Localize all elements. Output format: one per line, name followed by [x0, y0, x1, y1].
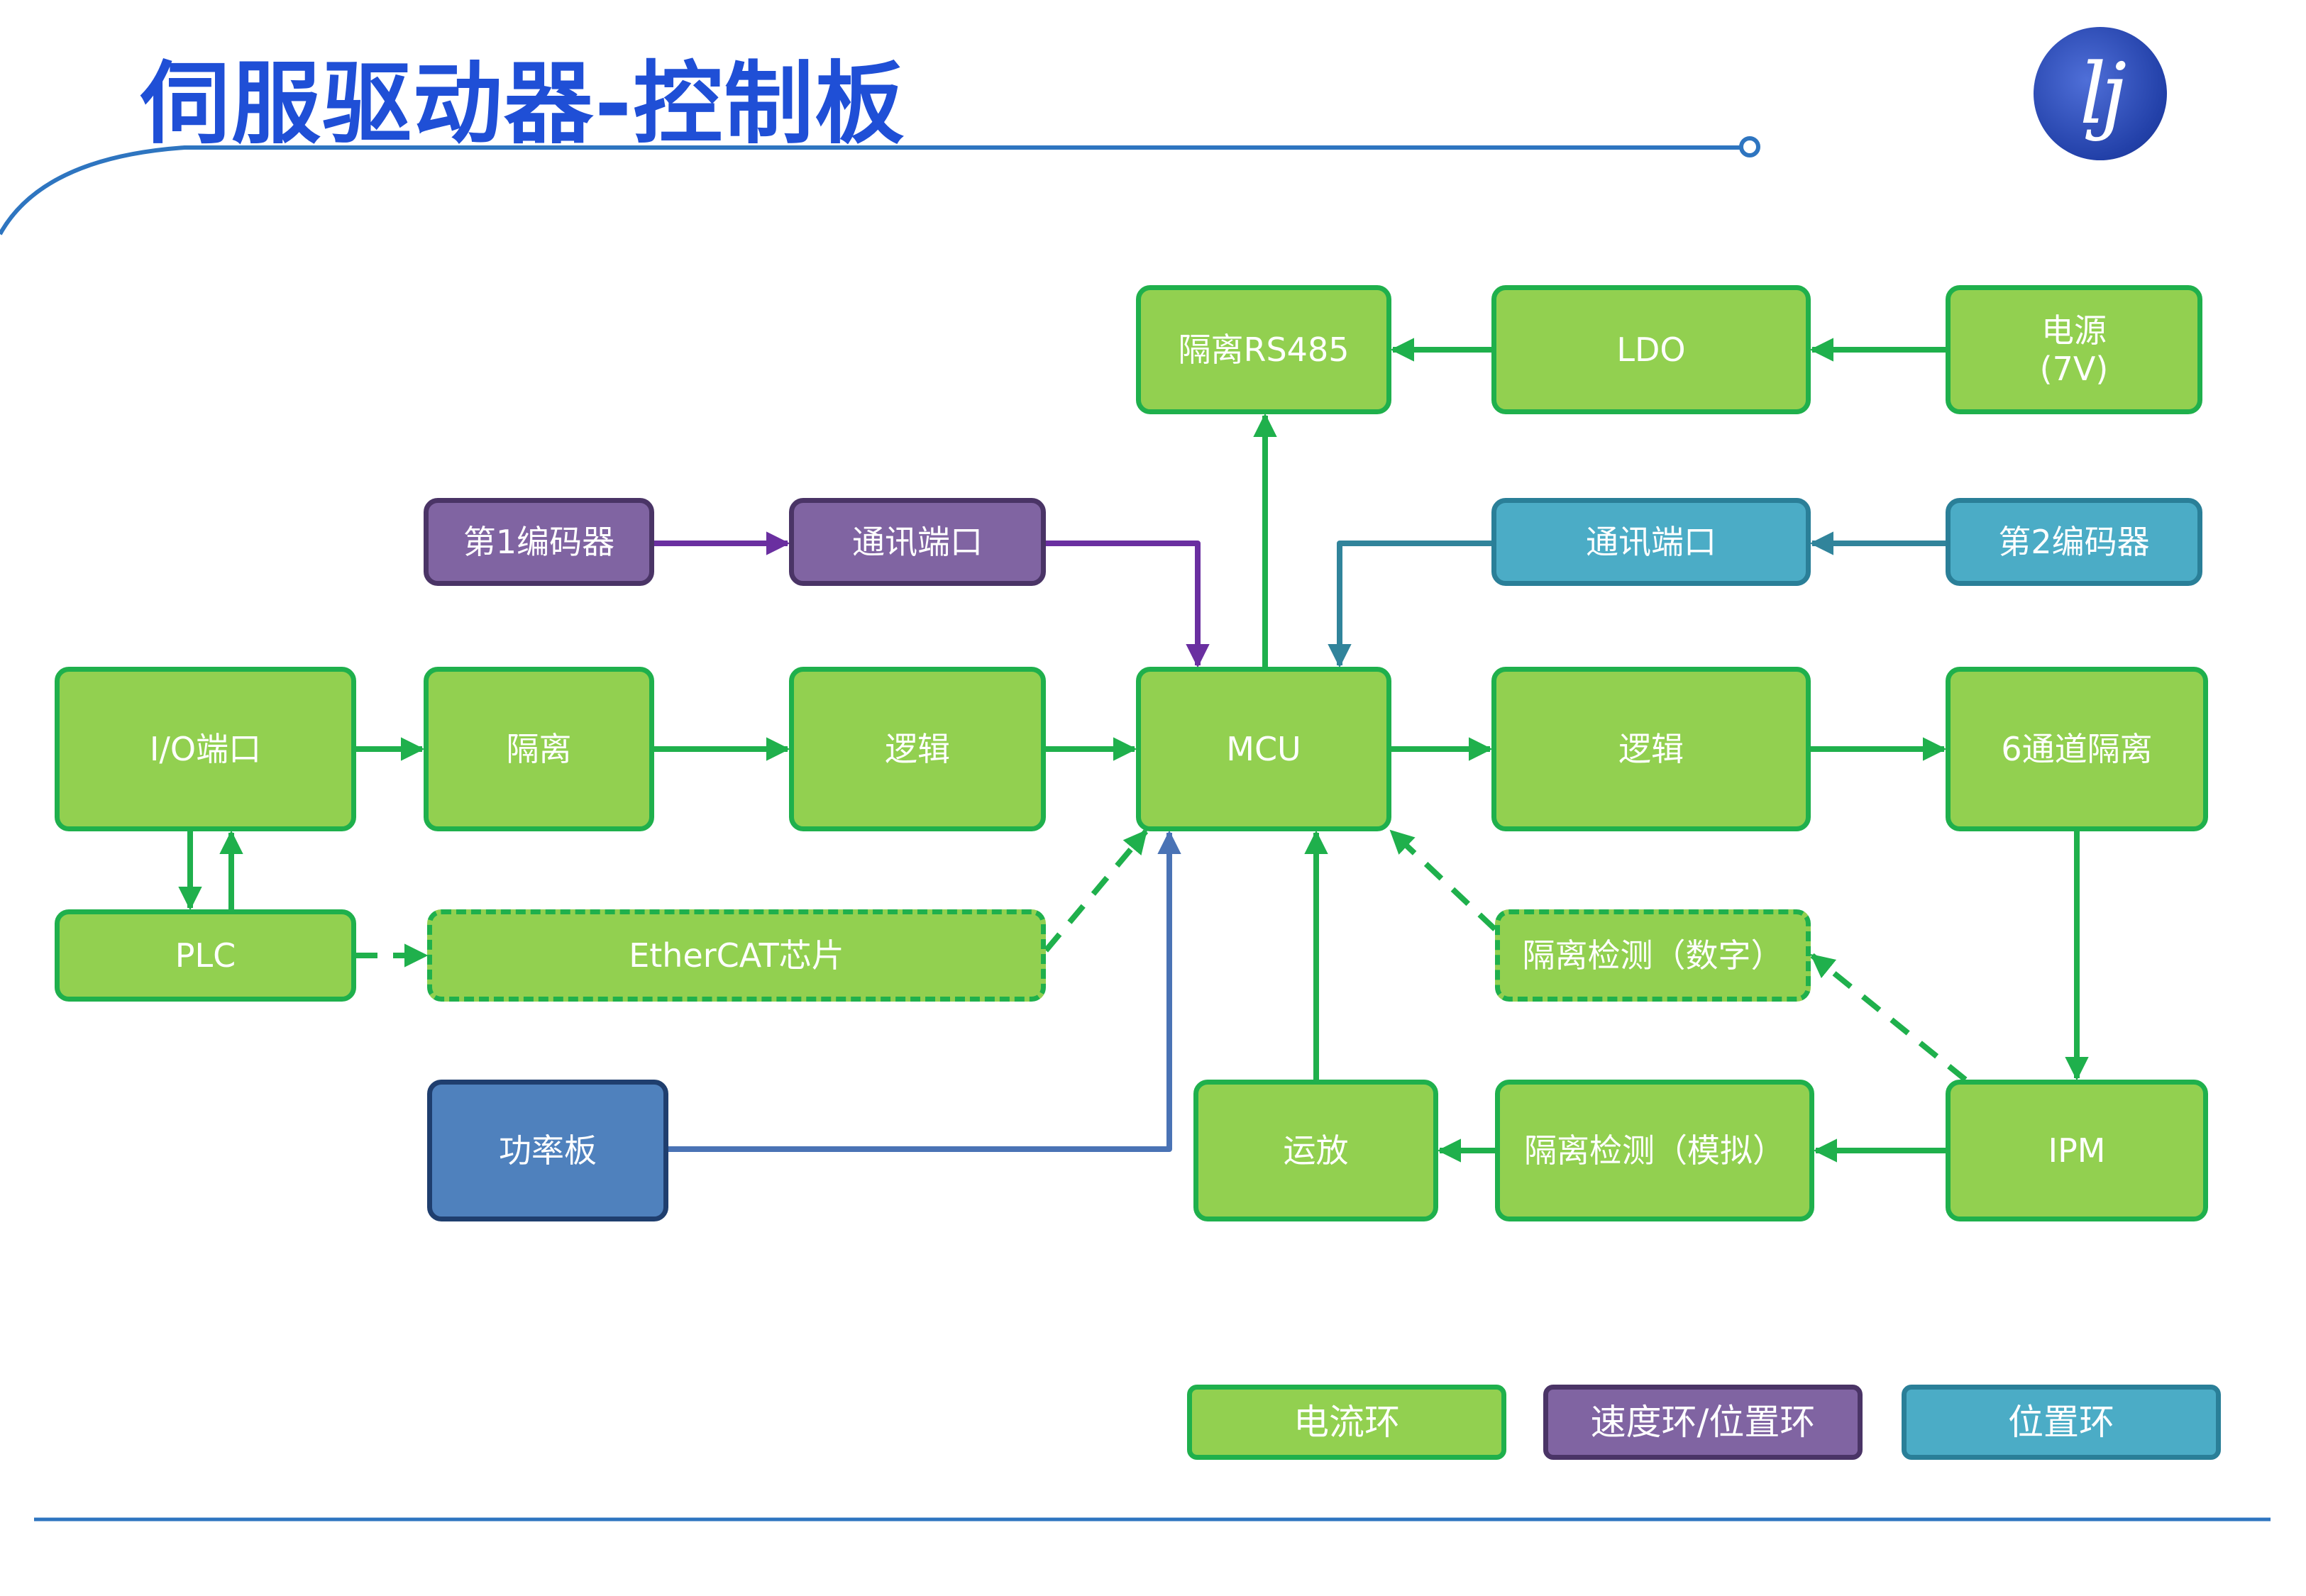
- node-ethercat-chip: EtherCAT芯片: [427, 909, 1046, 1002]
- arrow-ethercat-to-mcu: [1043, 829, 1149, 953]
- node-power-supply: 电源 (7V): [1946, 285, 2202, 414]
- node-op-amp: 运放: [1193, 1080, 1438, 1221]
- node-logic-1: 逻辑: [789, 667, 1046, 831]
- node-ipm: IPM: [1946, 1080, 2208, 1221]
- header-rule-curve: [0, 145, 1744, 235]
- node-logic-2: 逻辑: [1491, 667, 1811, 831]
- node-isolated-detect-analog: 隔离检测（模拟）: [1495, 1080, 1814, 1221]
- node-encoder-1: 第1编码器: [424, 498, 654, 586]
- node-io-port: I/O端口: [55, 667, 356, 831]
- legend-current-loop: 电流环: [1187, 1385, 1506, 1460]
- node-power-board: 功率板: [427, 1080, 668, 1221]
- node-comm-port-2: 通讯端口: [1491, 498, 1811, 586]
- node-encoder-2: 第2编码器: [1946, 498, 2202, 586]
- page-title: 伺服驱动器-控制板: [140, 52, 906, 156]
- node-isolated-rs485: 隔离RS485: [1136, 285, 1391, 414]
- node-isolated-detect-digital: 隔离检测（数字）: [1495, 909, 1811, 1002]
- brand-logo: lj: [2034, 27, 2167, 160]
- arrow-ipm-to-iso-digital: [1810, 953, 1968, 1082]
- legend-speed-position-loop: 速度环/位置环: [1543, 1385, 1863, 1460]
- arrow-comm2-to-mcu: [1328, 541, 1491, 668]
- node-plc: PLC: [55, 909, 356, 1002]
- arrow-comm1-to-mcu: [1046, 541, 1210, 668]
- node-6ch-isolation: 6通道隔离: [1946, 667, 2208, 831]
- node-isolation: 隔离: [424, 667, 654, 831]
- arrow-iso-digital-to-mcu: [1389, 829, 1497, 931]
- arrow-power-board-to-mcu: [668, 830, 1181, 1152]
- header-rule-end-dot: [1739, 136, 1760, 157]
- node-ldo: LDO: [1491, 285, 1811, 414]
- node-comm-port-1: 通讯端口: [789, 498, 1046, 586]
- legend-position-loop: 位置环: [1902, 1385, 2221, 1460]
- node-mcu: MCU: [1136, 667, 1391, 831]
